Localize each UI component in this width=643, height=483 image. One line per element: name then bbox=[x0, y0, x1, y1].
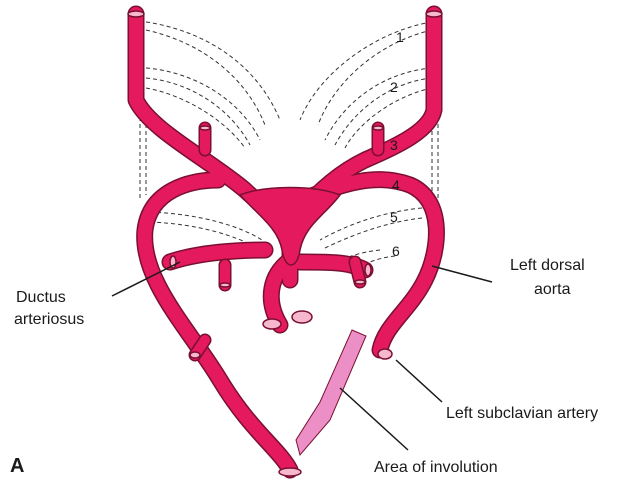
leader-involution bbox=[340, 388, 408, 450]
label-left-dorsal-line2: aorta bbox=[534, 281, 571, 298]
label-involution: Area of involution bbox=[374, 459, 498, 476]
arch-number-4: 4 bbox=[392, 177, 400, 193]
leader-left-dorsal bbox=[432, 266, 492, 282]
arch-number-5: 5 bbox=[390, 209, 398, 225]
arch-number-3: 3 bbox=[390, 137, 398, 153]
panel-letter: A bbox=[10, 455, 24, 477]
leader-left-subclavian bbox=[396, 360, 442, 402]
arch-number-2: 2 bbox=[390, 79, 398, 95]
arch-number-6: 6 bbox=[392, 243, 400, 259]
arch-number-1: 1 bbox=[396, 29, 404, 45]
involution-area bbox=[296, 330, 366, 455]
label-left-subclavian: Left subclavian artery bbox=[446, 405, 598, 422]
label-ductus-line2: arteriosus bbox=[14, 311, 84, 328]
label-ductus-line1: Ductus bbox=[16, 289, 66, 306]
label-left-dorsal-line1: Left dorsal bbox=[510, 257, 585, 274]
